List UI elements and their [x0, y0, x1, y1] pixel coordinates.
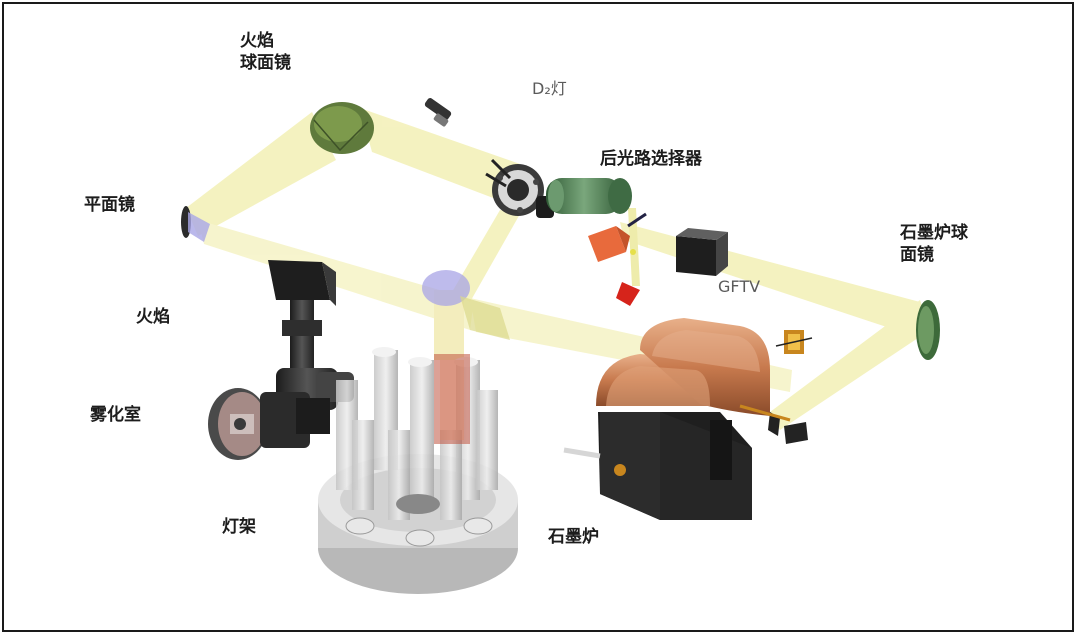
label-rear-path-selector: 后光路选择器 — [600, 149, 702, 169]
flame-spherical-mirror — [310, 102, 374, 154]
hollow-cathode-lamp — [546, 178, 632, 214]
beam-graphite-mirror-to-sample — [770, 300, 930, 430]
rear-path-selector-wheel — [485, 158, 554, 218]
graphite-spherical-mirror — [916, 300, 940, 360]
spray-chamber — [208, 388, 330, 460]
label-plane-mirror: 平面镜 — [84, 195, 135, 215]
label-graphite-spherical-mirror: 石墨炉球 面镜 — [900, 223, 968, 265]
beam-vertical-selector — [628, 208, 640, 286]
beam-flame-mirror-to-selector — [360, 108, 530, 212]
selector-mirrors — [588, 212, 647, 306]
label-flame: 火焰 — [136, 307, 170, 327]
small-optic — [775, 330, 813, 354]
plane-mirror — [181, 206, 210, 242]
label-d2-lamp: D₂灯 — [532, 79, 567, 98]
furnace-output-mirror — [768, 412, 808, 444]
label-flame-spherical-mirror: 火焰 球面镜 — [240, 31, 291, 73]
d2-lamp — [424, 98, 452, 127]
label-gftv: GFTV — [718, 277, 761, 296]
graphite-furnace — [563, 318, 791, 520]
label-graphite-furnace: 石墨炉 — [548, 527, 599, 547]
beam-selector-to-graphite-mirror — [620, 222, 920, 338]
label-lamp-holder: 灯架 — [222, 517, 256, 537]
beam-flame-mirror-to-plane — [186, 112, 336, 236]
label-spray-chamber: 雾化室 — [90, 405, 141, 425]
flame — [434, 354, 470, 444]
flame-lens — [422, 270, 510, 340]
gftv-box — [676, 228, 728, 276]
beam-d2-to-flame — [452, 210, 520, 302]
lamp-holder — [318, 347, 518, 594]
beam-flame-column — [434, 290, 464, 360]
